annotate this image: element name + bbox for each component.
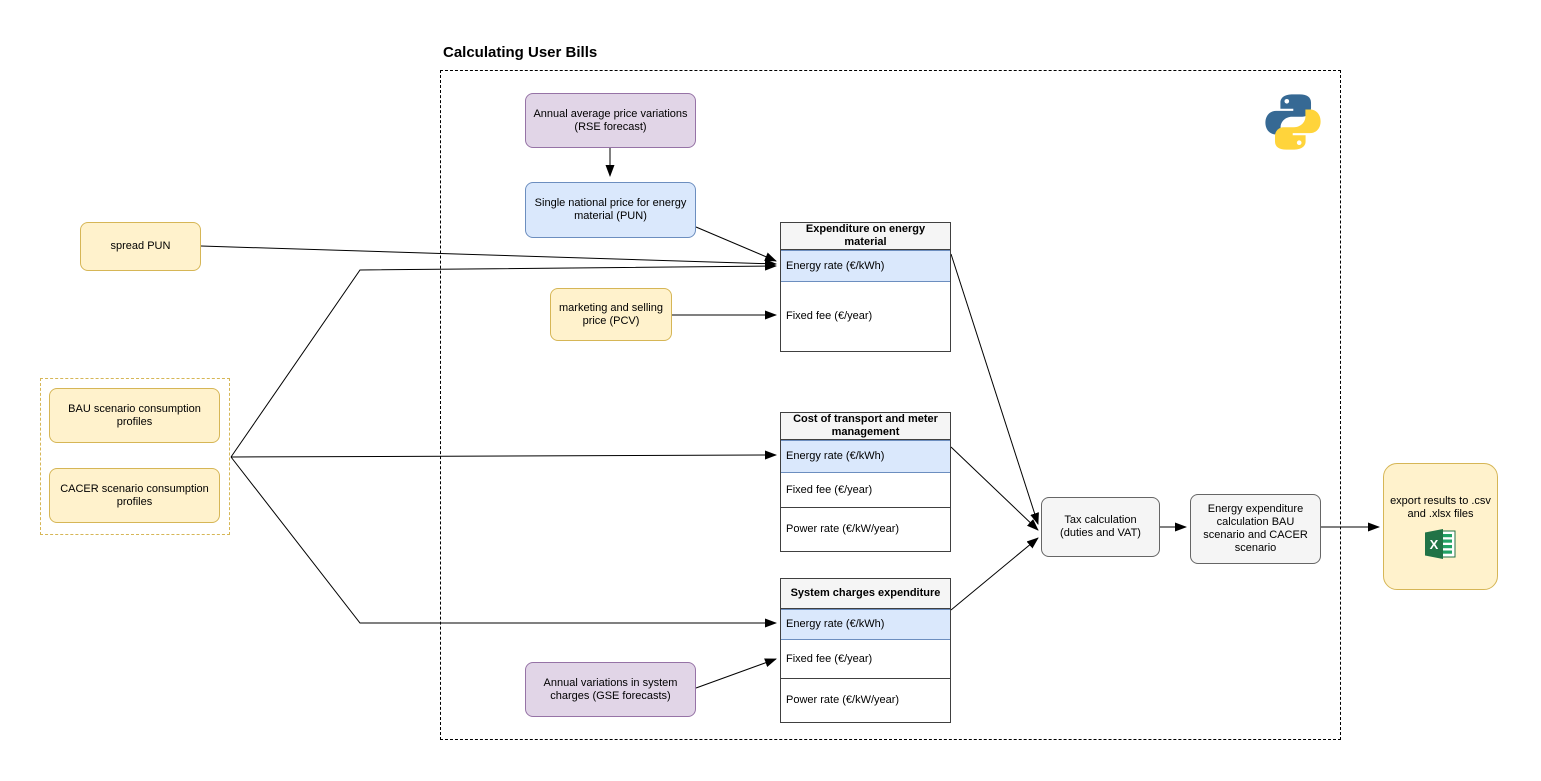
table-energy-material: Expenditure on energy material Energy ra… — [780, 222, 951, 352]
table-row-power-rate: Power rate (€/kW/year) — [781, 508, 950, 551]
svg-text:X: X — [1429, 537, 1438, 552]
table-header: System charges expenditure — [781, 579, 950, 609]
python-logo-icon — [1265, 94, 1321, 150]
consumption-profiles-group — [40, 378, 230, 535]
table-row-fixed-fee: Fixed fee (€/year) — [781, 473, 950, 508]
table-row-fixed-fee: Fixed fee (€/year) — [781, 282, 950, 351]
node-spread-pun: spread PUN — [80, 222, 201, 271]
node-export-results: export results to .csv and .xlsx files X — [1383, 463, 1498, 590]
node-label: marketing and selling price (PCV) — [559, 301, 663, 327]
table-row-energy-rate: Energy rate (€/kWh) — [781, 440, 950, 473]
node-label: CACER scenario consumption profiles — [60, 482, 209, 508]
node-label: Tax calculation (duties and VAT) — [1060, 514, 1141, 539]
node-label: Single national price for energy materia… — [534, 197, 687, 222]
table-row-power-rate: Power rate (€/kW/year) — [781, 679, 950, 722]
node-system-charge-variations: Annual variations in system charges (GSE… — [525, 662, 696, 717]
table-header: Expenditure on energy material — [781, 223, 950, 250]
node-label: Energy expenditure calculation BAU scena… — [1203, 503, 1308, 554]
table-row-energy-rate: Energy rate (€/kWh) — [781, 609, 950, 640]
page-title: Calculating User Bills — [443, 44, 598, 61]
table-system-charges: System charges expenditure Energy rate (… — [780, 578, 951, 723]
node-bau-profiles: BAU scenario consumption profiles — [49, 388, 220, 443]
node-annual-price-variations: Annual average price variations (RSE for… — [525, 93, 696, 148]
node-cacer-profiles: CACER scenario consumption profiles — [49, 468, 220, 523]
node-label: export results to .csv and .xlsx files — [1390, 494, 1491, 520]
node-label: Annual average price variations (RSE for… — [533, 107, 688, 133]
node-marketing-selling-price: marketing and selling price (PCV) — [550, 288, 672, 341]
node-label: BAU scenario consumption profiles — [68, 402, 201, 428]
table-transport-meter: Cost of transport and meter management E… — [780, 412, 951, 552]
node-tax-calculation: Tax calculation (duties and VAT) — [1041, 497, 1160, 557]
table-header: Cost of transport and meter management — [781, 413, 950, 440]
calculation-boundary-box — [440, 70, 1341, 740]
node-label: Annual variations in system charges (GSE… — [543, 676, 678, 702]
node-single-national-price: Single national price for energy materia… — [525, 182, 696, 238]
table-row-energy-rate: Energy rate (€/kWh) — [781, 250, 950, 282]
node-label: spread PUN — [110, 240, 171, 252]
table-row-fixed-fee: Fixed fee (€/year) — [781, 640, 950, 679]
node-energy-expenditure-calculation: Energy expenditure calculation BAU scena… — [1190, 494, 1321, 564]
excel-icon: X — [1424, 528, 1455, 559]
